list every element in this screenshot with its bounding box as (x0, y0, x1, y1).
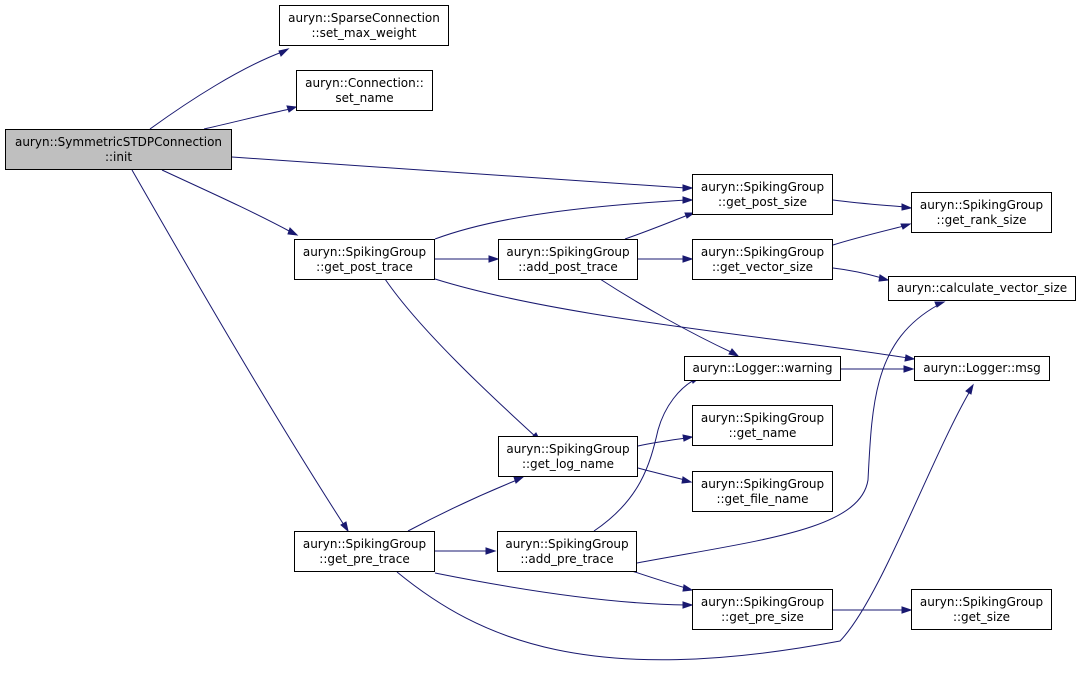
edge-get-vector-size-to-get-rank-size (832, 223, 912, 246)
edge-pre-trace-to-add-pre-trace (435, 547, 497, 555)
node-get-post-size-line2: ::get_post_size (718, 194, 807, 209)
edge-get-post-size-to-get-rank-size (832, 199, 913, 211)
node-get-pre-size-line1: auryn::SpikingGroup (700, 594, 825, 609)
node-add-pre-trace-line1: auryn::SpikingGroup (505, 536, 629, 551)
node-get-name-line1: auryn::SpikingGroup (700, 410, 825, 425)
node-get-log-name-line2: ::get_log_name (521, 456, 615, 471)
node-get-vector-size-line2: ::get_vector_size (711, 259, 814, 274)
node-get-size-line1: auryn::SpikingGroup (919, 594, 1044, 609)
edge-init-to-get-post-size (231, 156, 694, 192)
node-logger-warning[interactable]: auryn::Logger::warning (684, 356, 841, 381)
edge-post-trace-to-get-log-name (384, 278, 542, 443)
node-add-post-trace[interactable]: auryn::SpikingGroup ::add_post_trace (498, 239, 638, 280)
edge-get-log-name-to-get-name (637, 434, 694, 447)
edge-pre-trace-to-get-pre-size (434, 572, 694, 609)
node-get-post-trace-line2: ::get_post_trace (316, 259, 413, 274)
node-add-pre-trace-line2: ::add_pre_trace (520, 551, 614, 566)
node-connection-set-name-line1: auryn::Connection:: (305, 75, 424, 90)
node-add-post-trace-line1: auryn::SpikingGroup (506, 244, 630, 259)
node-get-pre-trace[interactable]: auryn::SpikingGroup ::get_pre_trace (294, 531, 435, 572)
node-get-name-line2: ::get_name (728, 425, 797, 440)
node-logger-msg-line1: auryn::Logger::msg (923, 361, 1041, 375)
node-get-pre-trace-line2: ::get_pre_trace (319, 551, 410, 566)
node-sparse-set-max-weight[interactable]: auryn::SparseConnection ::set_max_weight (279, 5, 449, 46)
node-sparse-set-max-weight-line2: ::set_max_weight (311, 25, 417, 40)
node-calculate-vector-size[interactable]: auryn::calculate_vector_size (888, 276, 1076, 301)
node-get-pre-trace-line1: auryn::SpikingGroup (302, 536, 427, 551)
node-get-size-line2: ::get_size (952, 609, 1011, 624)
node-get-pre-size-line2: ::get_pre_size (721, 609, 804, 624)
edge-add-post-trace-to-logger-warning (599, 278, 740, 357)
node-get-vector-size[interactable]: auryn::SpikingGroup ::get_vector_size (692, 239, 833, 280)
edge-init-to-get-pre-trace (131, 169, 349, 533)
node-sparse-set-max-weight-line1: auryn::SparseConnection (288, 10, 440, 25)
node-get-file-name-line2: ::get_file_name (716, 491, 809, 506)
edge-add-pre-trace-to-get-pre-size (631, 570, 694, 592)
node-root-init[interactable]: auryn::SymmetricSTDPConnection ::init (5, 129, 232, 170)
node-get-rank-size-line2: ::get_rank_size (936, 212, 1027, 227)
node-get-log-name[interactable]: auryn::SpikingGroup ::get_log_name (498, 436, 638, 477)
edge-post-trace-to-get-post-size (434, 196, 694, 240)
node-get-file-name-line1: auryn::SpikingGroup (700, 476, 825, 491)
edge-init-to-get-post-trace (161, 169, 299, 236)
node-get-post-trace[interactable]: auryn::SpikingGroup ::get_post_trace (294, 239, 435, 280)
node-logger-msg[interactable]: auryn::Logger::msg (914, 356, 1050, 381)
node-get-file-name[interactable]: auryn::SpikingGroup ::get_file_name (692, 471, 833, 512)
node-add-post-trace-line2: ::add_post_trace (518, 259, 618, 274)
edge-get-log-name-to-get-file-name (637, 467, 693, 484)
edge-get-vector-size-to-calculate-vector-size (832, 267, 890, 282)
node-get-pre-size[interactable]: auryn::SpikingGroup ::get_pre_size (692, 589, 833, 630)
edge-init-to-set-max-weight (149, 48, 290, 130)
edge-init-to-set-name (203, 105, 298, 130)
edge-add-post-trace-to-get-post-size (624, 212, 696, 240)
node-add-pre-trace[interactable]: auryn::SpikingGroup ::add_pre_trace (497, 531, 637, 572)
node-root-init-line2: ::init (104, 149, 133, 164)
node-root-init-line1: auryn::SymmetricSTDPConnection (14, 134, 223, 149)
node-get-size[interactable]: auryn::SpikingGroup ::get_size (911, 589, 1052, 630)
node-get-rank-size-line1: auryn::SpikingGroup (919, 197, 1044, 212)
edge-logger-warning-to-logger-msg (841, 365, 915, 373)
edge-post-trace-to-logger-msg (434, 278, 916, 362)
edge-pre-trace-to-logger-msg (396, 383, 974, 661)
node-get-name[interactable]: auryn::SpikingGroup ::get_name (692, 405, 833, 446)
node-connection-set-name[interactable]: auryn::Connection:: set_name (296, 70, 433, 111)
node-get-log-name-line1: auryn::SpikingGroup (506, 441, 630, 456)
edge-pre-trace-to-get-log-name (407, 476, 525, 532)
node-get-post-size[interactable]: auryn::SpikingGroup ::get_post_size (692, 174, 833, 215)
node-logger-warning-line1: auryn::Logger::warning (692, 361, 833, 375)
node-connection-set-name-line2: set_name (335, 90, 394, 105)
edge-get-pre-size-to-get-size (833, 606, 913, 614)
edge-add-post-trace-to-get-vector-size (638, 255, 694, 263)
edge-post-trace-to-add-post-trace (435, 255, 500, 263)
node-get-rank-size[interactable]: auryn::SpikingGroup ::get_rank_size (911, 192, 1052, 233)
node-get-post-trace-line1: auryn::SpikingGroup (302, 244, 427, 259)
edge-add-pre-trace-to-calculate-vector-size (636, 301, 946, 564)
node-get-post-size-line1: auryn::SpikingGroup (700, 179, 825, 194)
node-get-vector-size-line1: auryn::SpikingGroup (700, 244, 825, 259)
node-calculate-vector-size-line1: auryn::calculate_vector_size (896, 281, 1068, 295)
